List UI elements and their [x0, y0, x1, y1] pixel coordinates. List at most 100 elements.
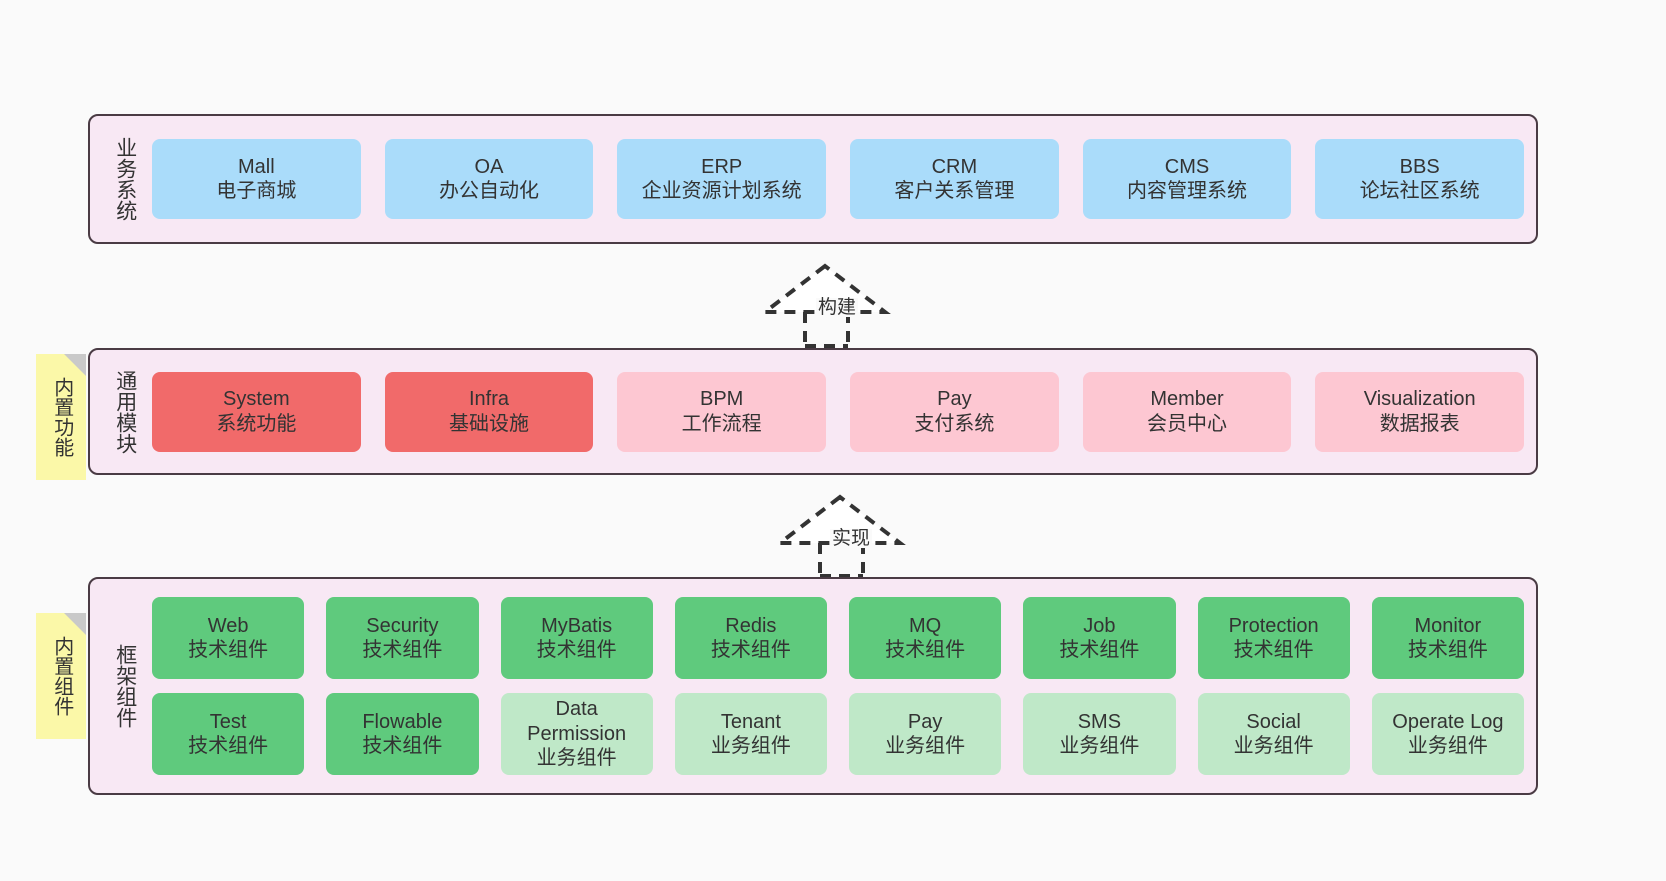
card-title-cn: 业务组件	[1059, 735, 1140, 757]
card-title-cn: 业务组件	[536, 747, 617, 770]
card-title-en: Member	[1150, 388, 1224, 411]
card-title-en: Monitor	[1414, 614, 1482, 637]
card-oa[interactable]: OA 办公自动化	[384, 139, 594, 219]
card-protection[interactable]: Protection 技术组件	[1197, 597, 1350, 679]
card-title-en: BBS	[1399, 155, 1440, 178]
layer-title-business-system: 业务系统	[113, 137, 137, 221]
card-title-en: Operate Log	[1392, 710, 1504, 733]
card-title-cn: 技术组件	[1407, 639, 1488, 661]
card-pay[interactable]: Pay 支付系统	[850, 371, 1059, 452]
card-system[interactable]: System 系统功能	[152, 371, 361, 452]
card-web[interactable]: Web 技术组件	[152, 597, 305, 679]
card-title-en: CRM	[931, 155, 978, 178]
sticky-fold-corner-icon	[64, 613, 86, 635]
card-crm[interactable]: CRM 客户关系管理	[850, 139, 1059, 219]
connector-implement: 实现	[772, 493, 922, 578]
card-row-business: Test 技术组件 Flowable 技术组件 Data Permission …	[152, 693, 1524, 775]
card-flowable[interactable]: Flowable 技术组件	[326, 693, 479, 775]
card-title-cn: 技术组件	[1233, 639, 1314, 661]
card-title-cn: 会员中心	[1147, 412, 1228, 435]
card-group-framework-component: Web 技术组件 Security 技术组件 MyBatis 技术组件 Redi…	[148, 579, 1536, 793]
card-title-cn: 业务组件	[885, 735, 966, 757]
card-title-en: Mall	[238, 155, 275, 178]
layer-title-framework-component: 框架组件	[113, 644, 137, 728]
card-row-tech: Web 技术组件 Security 技术组件 MyBatis 技术组件 Redi…	[152, 597, 1524, 679]
sticky-note-label: 内置组件	[50, 636, 73, 716]
card-redis[interactable]: Redis 技术组件	[674, 597, 827, 679]
card-tenant[interactable]: Tenant 业务组件	[674, 693, 827, 775]
layer-business-system: 业务系统 Mall 电子商城 OA 办公自动化 ERP 企业资源计划系统 CRM…	[88, 114, 1538, 244]
card-cms[interactable]: CMS 内容管理系统	[1082, 139, 1292, 219]
card-title-en: Pay	[937, 388, 972, 411]
card-job[interactable]: Job 技术组件	[1023, 597, 1176, 679]
card-title-cn: 业务组件	[710, 735, 791, 757]
card-title-cn: 系统功能	[216, 412, 297, 435]
card-social[interactable]: Social 业务组件	[1197, 693, 1350, 775]
card-title-cn: 基础设施	[449, 412, 529, 435]
card-title-cn: 企业资源计划系统	[641, 180, 802, 202]
layer-framework-component: 框架组件 Web 技术组件 Security 技术组件 MyBatis 技术组件…	[88, 577, 1538, 795]
card-title-en: SMS	[1077, 710, 1122, 733]
card-title-cn: 技术组件	[885, 639, 966, 661]
card-title-cn: 技术组件	[536, 639, 617, 661]
card-title-cn: 技术组件	[1059, 639, 1140, 661]
card-title-cn: 电子商城	[216, 180, 297, 202]
sticky-note-builtin-component: 内置组件	[36, 613, 86, 739]
card-mall[interactable]: Mall 电子商城	[152, 139, 361, 219]
card-test[interactable]: Test 技术组件	[152, 693, 305, 775]
card-title-cn: 论坛社区系统	[1359, 180, 1480, 202]
sticky-fold-corner-icon	[64, 354, 86, 376]
card-title-cn: 技术组件	[188, 735, 269, 757]
connector-label-build: 构建	[816, 297, 859, 318]
card-bpm[interactable]: BPM 工作流程	[617, 371, 827, 452]
card-erp[interactable]: ERP 企业资源计划系统	[617, 139, 827, 219]
card-title-en: Redis	[725, 614, 777, 637]
card-title-cn: 客户关系管理	[894, 180, 1015, 202]
card-title-en: Infra	[468, 388, 510, 411]
card-group-business-system: Mall 电子商城 OA 办公自动化 ERP 企业资源计划系统 CRM 客户关系…	[148, 116, 1536, 242]
card-pay-business[interactable]: Pay 业务组件	[849, 693, 1002, 775]
connector-build: 构建	[759, 262, 910, 348]
connector-label-implement: 实现	[830, 528, 873, 549]
card-title-en: BPM	[700, 388, 744, 411]
card-member[interactable]: Member 会员中心	[1082, 371, 1292, 452]
card-title-en: Pay	[907, 710, 943, 733]
card-group-common-module: System 系统功能 Infra 基础设施 BPM 工作流程 Pay 支付系统…	[148, 350, 1536, 473]
card-title-cn: 支付系统	[914, 412, 995, 435]
card-title-en: MyBatis	[541, 614, 613, 637]
card-sms[interactable]: SMS 业务组件	[1023, 693, 1176, 775]
sticky-note-label: 内置功能	[50, 377, 73, 457]
card-title-cn: 技术组件	[362, 735, 443, 757]
card-mq[interactable]: MQ 技术组件	[849, 597, 1002, 679]
card-title-en: Job	[1083, 614, 1116, 637]
card-security[interactable]: Security 技术组件	[326, 597, 479, 679]
card-title-en: Test	[209, 710, 247, 733]
card-title-cn: 业务组件	[1407, 735, 1488, 757]
card-data-permission[interactable]: Data Permission 业务组件	[500, 693, 653, 775]
card-bbs[interactable]: BBS 论坛社区系统	[1315, 139, 1525, 219]
card-title-en: System	[222, 388, 290, 411]
card-visualization[interactable]: Visualization 数据报表	[1315, 371, 1525, 452]
card-title-cn: 内容管理系统	[1127, 180, 1248, 202]
card-mybatis[interactable]: MyBatis 技术组件	[500, 597, 653, 679]
card-title-cn: 技术组件	[710, 639, 791, 661]
card-infra[interactable]: Infra 基础设施	[384, 371, 594, 452]
card-title-en: Security	[366, 614, 439, 637]
layer-title-common-module: 通用模块	[113, 369, 137, 454]
card-operate-log[interactable]: Operate Log 业务组件	[1371, 693, 1524, 775]
sticky-note-builtin-function: 内置功能	[36, 354, 86, 480]
card-title-en: CMS	[1164, 155, 1210, 178]
card-title-en: Protection	[1228, 614, 1319, 637]
card-title-en: Web	[207, 614, 249, 637]
card-title-cn: 数据报表	[1379, 412, 1460, 435]
card-title-cn: 工作流程	[681, 412, 762, 435]
layer-common-module: 通用模块 System 系统功能 Infra 基础设施 BPM 工作流程 Pay…	[88, 348, 1538, 475]
card-title-en: Flowable	[362, 710, 443, 733]
card-monitor[interactable]: Monitor 技术组件	[1371, 597, 1524, 679]
card-title-cn: 办公自动化	[439, 180, 539, 202]
card-title-en: OA	[474, 155, 504, 178]
card-title-en: ERP	[701, 155, 743, 178]
card-title-cn: 技术组件	[188, 639, 269, 661]
card-title-en: Social	[1246, 710, 1301, 733]
